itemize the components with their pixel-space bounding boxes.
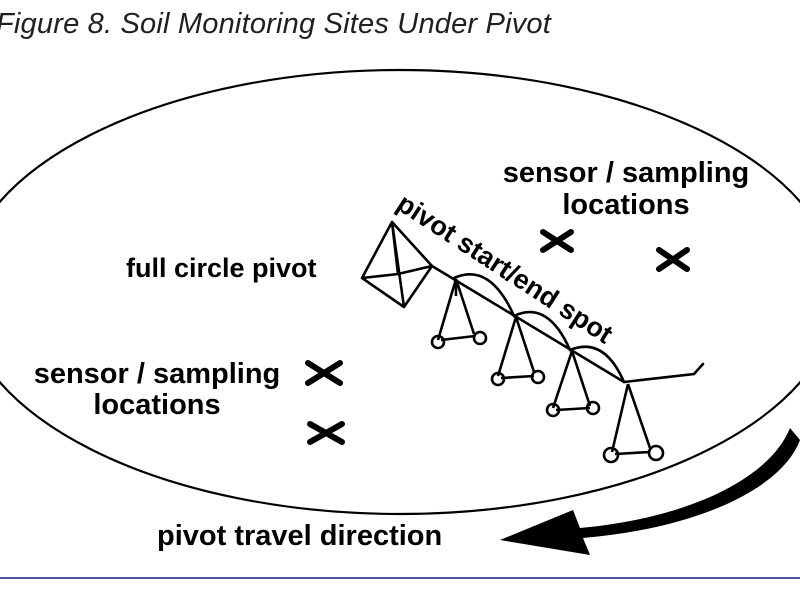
curved-arrow-icon: [500, 428, 800, 555]
x-mark-icon: [307, 421, 345, 445]
travel-direction-label: pivot travel direction: [157, 520, 442, 552]
bottom-rule: [0, 577, 800, 579]
wheel-tower-icon: [602, 383, 665, 464]
x-mark-icon: [305, 360, 343, 386]
pivot-tower-icon: [360, 220, 434, 309]
sensor-label-left-line2: locations: [93, 389, 220, 421]
x-mark-icon: [540, 229, 574, 253]
wheel-tower-icon: [490, 316, 546, 387]
full-circle-pivot-label: full circle pivot: [126, 253, 317, 283]
sensor-label-left-line1: sensor / sampling: [34, 358, 281, 390]
figure-title: Figure 8. Soil Monitoring Sites Under Pi…: [0, 8, 552, 40]
sensor-label-right-line1: sensor / sampling: [503, 157, 750, 189]
x-mark-icon: [656, 247, 690, 272]
sensor-label-right-line2: locations: [562, 189, 689, 221]
field-boundary: [0, 68, 800, 516]
wheel-tower-icon: [430, 278, 488, 350]
wheel-tower-icon: [545, 350, 601, 418]
pivot-arm: [430, 264, 705, 384]
